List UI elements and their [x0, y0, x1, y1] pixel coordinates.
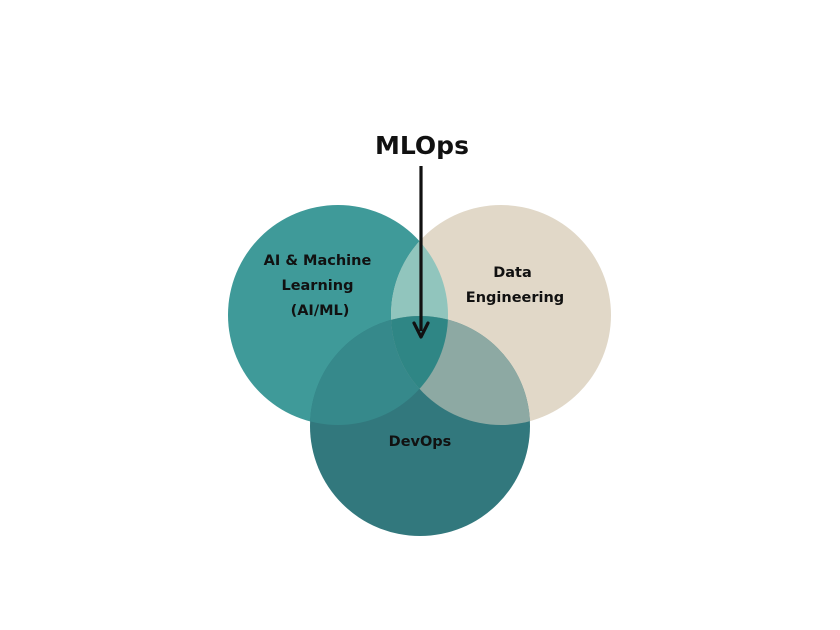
ai-ml-label: AI & Machine Learning (AI/ML)	[264, 253, 377, 319]
ai-ml-label-line: (AI/ML)	[291, 303, 350, 319]
arrow-head	[412, 321, 430, 339]
data-engineering-devops-overlap	[391, 316, 530, 425]
ai-ml-label-line: Learning	[281, 278, 353, 294]
devops-label: DevOps	[389, 434, 452, 450]
devops-label-line: DevOps	[389, 434, 452, 450]
mlops-arrow	[412, 166, 430, 339]
ai-ml-label-line: AI & Machine	[264, 253, 372, 269]
data-engineering-label-line: Engineering	[466, 290, 564, 306]
ai-ml-devops-overlap	[310, 316, 448, 425]
data-engineering-label-line: Data	[493, 265, 532, 281]
data-engineering-label: Data Engineering	[466, 265, 564, 306]
diagram-title: MLOps	[375, 131, 469, 160]
